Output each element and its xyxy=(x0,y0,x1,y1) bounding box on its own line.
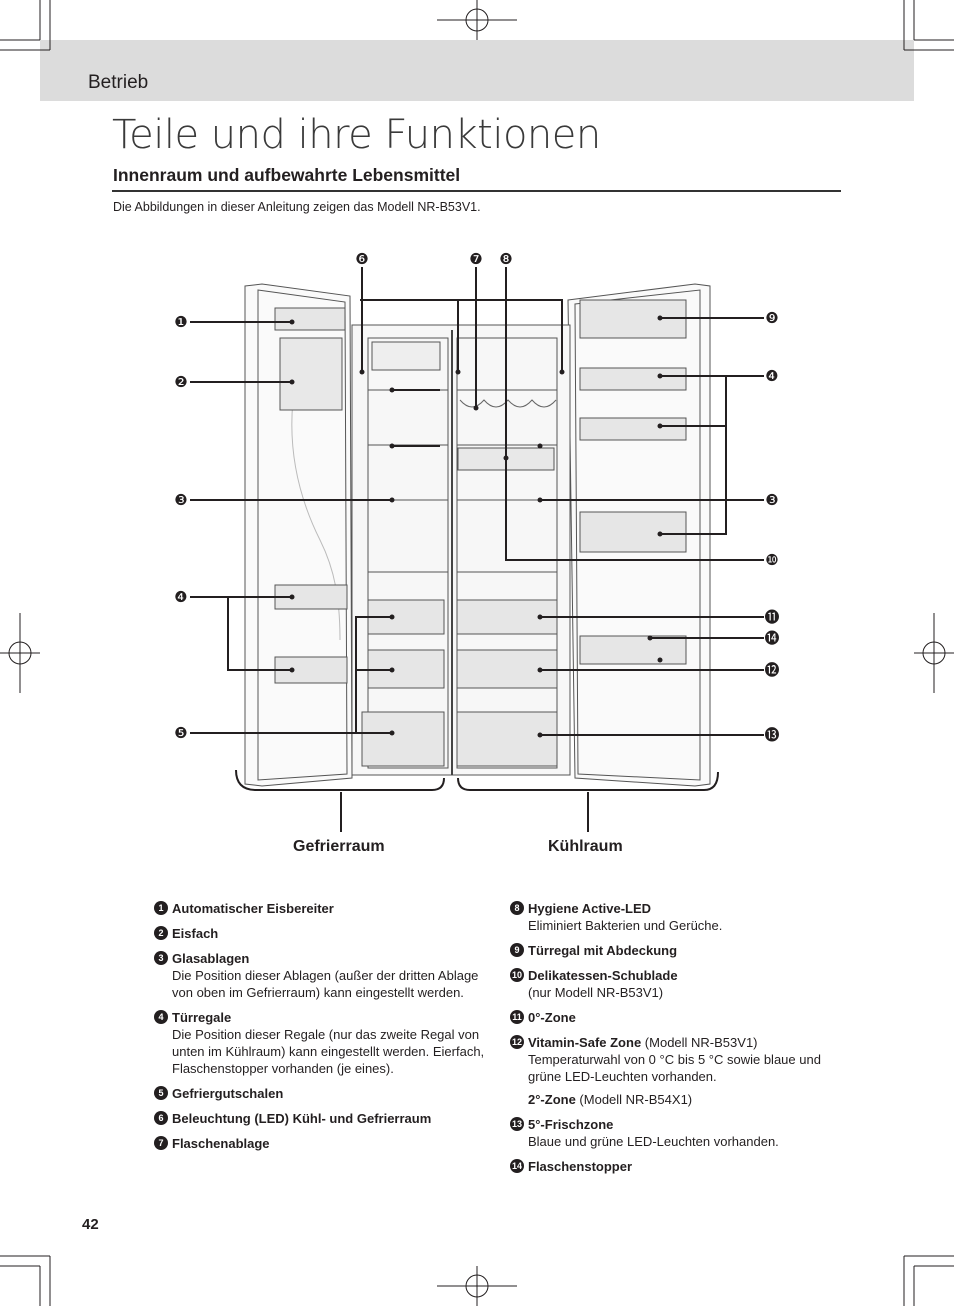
legend-item: 6 Beleuchtung (LED) Kühl- und Gefrierrau… xyxy=(154,1110,494,1127)
legend-number: 10 xyxy=(510,968,524,982)
callout-3-left: ❸ xyxy=(174,491,187,509)
legend-title: Gefriergutschalen xyxy=(172,1086,284,1101)
legend-title: Delikatessen-Schublade xyxy=(528,968,678,983)
legend-title: Flaschenablage xyxy=(172,1136,270,1151)
legend-number: 8 xyxy=(510,901,524,915)
legend-item: 13 5°-Frischzone Blaue und grüne LED-Leu… xyxy=(510,1116,830,1150)
legend-item: 5 Gefriergutschalen xyxy=(154,1085,494,1102)
callout-3-right: ❸ xyxy=(765,491,778,509)
callout-10: ❿ xyxy=(765,551,778,569)
legend-item: 2 Eisfach xyxy=(154,925,494,942)
legend-number: 5 xyxy=(154,1086,168,1100)
legend-item: 3 Glasablagen Die Position dieser Ablage… xyxy=(154,950,494,1001)
legend-number: 12 xyxy=(510,1035,524,1049)
callout-6: ❻ xyxy=(355,250,368,268)
legend-item: 11 0°-Zone xyxy=(510,1009,830,1026)
callout-5: ❺ xyxy=(174,724,187,742)
legend-number: 6 xyxy=(154,1111,168,1125)
legend-desc: Temperaturwahl von 0 °C bis 5 °C sowie b… xyxy=(528,1052,821,1084)
legend-desc: Die Position dieser Ablagen (außer der d… xyxy=(172,968,479,1000)
callout-2: ❷ xyxy=(174,373,187,391)
callout-11: ⓫ xyxy=(764,608,779,626)
legend-number: 1 xyxy=(154,901,168,915)
legend-title-suffix: (Modell NR-B53V1) xyxy=(641,1035,758,1050)
legend-item: 4 Türregale Die Position dieser Regale (… xyxy=(154,1009,494,1077)
legend-title: Beleuchtung (LED) Kühl- und Gefrierraum xyxy=(172,1111,432,1126)
legend-item: 7 Flaschenablage xyxy=(154,1135,494,1152)
heading-rule xyxy=(112,190,841,192)
callout-8: ❽ xyxy=(499,250,512,268)
callout-13: ⓭ xyxy=(764,726,779,744)
legend-title: Türregale xyxy=(172,1010,232,1025)
subheading: Innenraum und aufbewahrte Lebensmittel xyxy=(113,165,461,185)
leader-dots xyxy=(289,315,663,738)
legend-title: Hygiene Active-LED xyxy=(528,901,652,916)
legend-number: 9 xyxy=(510,943,524,957)
legend-title: 5°-Frischzone xyxy=(528,1117,614,1132)
legend-extra-title: 2°-Zone xyxy=(528,1092,576,1107)
legend-number: 2 xyxy=(154,926,168,940)
callout-12: ⓬ xyxy=(764,661,779,679)
leader-lines xyxy=(190,267,764,736)
legend-left: 1 Automatischer Eisbereiter 2 Eisfach 3 … xyxy=(154,900,494,1160)
legend-title: 0°-Zone xyxy=(528,1010,576,1025)
legend-title: Flaschenstopper xyxy=(528,1159,633,1174)
callout-14: ⓮ xyxy=(764,629,779,647)
page-number: 42 xyxy=(82,1216,99,1233)
legend-number: 3 xyxy=(154,951,168,965)
legend-number: 14 xyxy=(510,1159,524,1173)
header-band xyxy=(40,40,914,101)
legend-title: Türregal mit Abdeckung xyxy=(528,943,678,958)
legend-desc: Die Position dieser Regale (nur das zwei… xyxy=(172,1027,485,1076)
legend-desc: (nur Modell NR-B53V1) xyxy=(528,985,664,1000)
legend-desc: Eliminiert Bakterien und Gerüche. xyxy=(528,918,723,933)
legend-subitem: 2°-Zone (Modell NR-B54X1) xyxy=(510,1091,830,1108)
legend-number: 11 xyxy=(510,1010,524,1024)
freezer-label: Gefrierraum xyxy=(293,838,385,855)
legend-title: Eisfach xyxy=(172,926,219,941)
callout-4-left: ❹ xyxy=(174,588,187,606)
callout-4-right: ❹ xyxy=(765,367,778,385)
callout-7: ❼ xyxy=(469,250,482,268)
section-label: Betrieb xyxy=(88,72,149,93)
legend-item: 10 Delikatessen-Schublade (nur Modell NR… xyxy=(510,967,830,1001)
legend-item: 1 Automatischer Eisbereiter xyxy=(154,900,494,917)
legend-number: 4 xyxy=(154,1010,168,1024)
legend-item: 9 Türregal mit Abdeckung xyxy=(510,942,830,959)
legend-title: Automatischer Eisbereiter xyxy=(172,901,334,916)
legend-number: 13 xyxy=(510,1117,524,1131)
legend-desc: Blaue und grüne LED-Leuchten vorhanden. xyxy=(528,1134,779,1149)
legend-item: 8 Hygiene Active-LED Eliminiert Bakterie… xyxy=(510,900,830,934)
legend-title: Vitamin-Safe Zone xyxy=(528,1035,642,1050)
legend-title: Glasablagen xyxy=(172,951,250,966)
intro-text: Die Abbildungen in dieser Anleitung zeig… xyxy=(113,200,481,214)
callout-9: ❾ xyxy=(765,309,778,327)
legend-right: 8 Hygiene Active-LED Eliminiert Bakterie… xyxy=(510,900,830,1183)
legend-item: 12 Vitamin-Safe Zone (Modell NR-B53V1) T… xyxy=(510,1034,830,1085)
callout-1: ❶ xyxy=(174,313,187,331)
fridge-outline xyxy=(235,283,719,832)
page-title: Teile und ihre Funktionen xyxy=(112,112,601,158)
callout-labels: ❶ ❷ ❸ ❹ ❺ ❻ ❼ ❽ ❾ ❹ ❸ ❿ ⓫ ⓮ ⓬ ⓭ xyxy=(174,250,779,744)
legend-item: 14 Flaschenstopper xyxy=(510,1158,830,1175)
legend-number: 7 xyxy=(154,1136,168,1150)
fridge-label: Kühlraum xyxy=(548,838,623,855)
legend-extra-suffix: (Modell NR-B54X1) xyxy=(575,1092,693,1107)
